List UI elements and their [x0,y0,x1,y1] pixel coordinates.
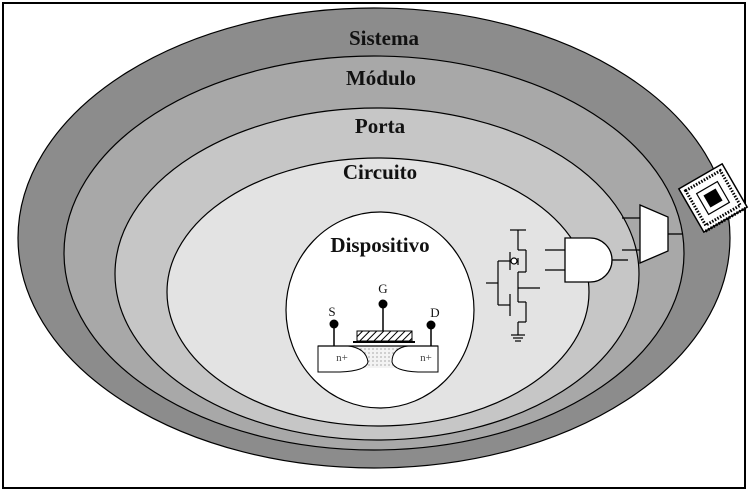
system-label: Sistema [349,26,419,50]
transistor-icon [317,299,439,373]
multiplexer-icon [622,204,682,264]
cmos-inverter-icon [486,229,540,342]
device-label: Dispositivo [330,233,429,257]
drain-doping-label: n+ [420,352,432,364]
drain-terminal-label: D [430,305,439,320]
gate-terminal-label: G [378,281,387,296]
circuit-label: Circuito [343,160,417,184]
module-label: Módulo [346,66,416,90]
source-terminal-label: S [328,304,335,319]
and-gate-icon [545,237,628,283]
gate-label: Porta [355,114,406,138]
chip-icon [677,162,749,234]
source-doping-label: n+ [336,352,348,364]
